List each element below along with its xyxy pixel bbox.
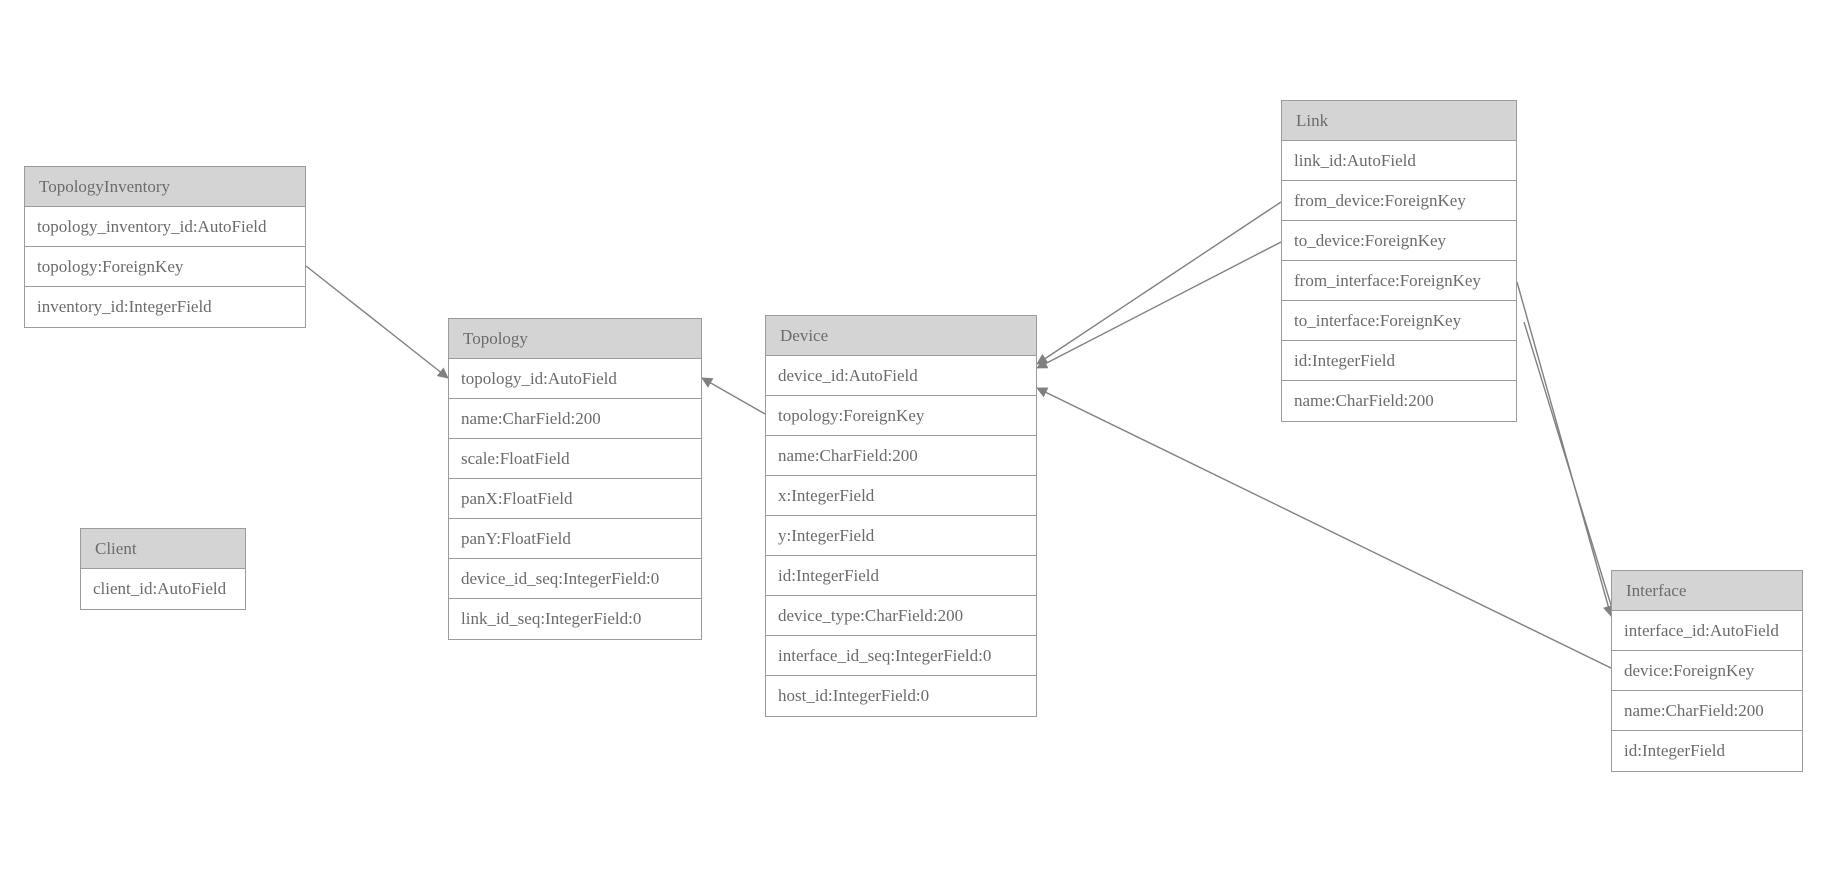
relation-edge-interface-device <box>1036 387 1612 669</box>
entity-field[interactable]: topology_inventory_id:AutoField <box>25 207 305 247</box>
entity-title-link: Link <box>1282 101 1516 141</box>
entity-field[interactable]: host_id:IntegerField:0 <box>778 686 930 705</box>
entity-field[interactable]: name:CharField:200 <box>766 436 1036 476</box>
entity-field[interactable]: to_device:ForeignKey <box>1282 221 1516 261</box>
relation-edge-link-to-interface <box>1523 321 1618 619</box>
entity-field[interactable]: id:IntegerField <box>1282 341 1516 381</box>
entity-field[interactable]: interface_id:AutoField <box>1612 611 1802 651</box>
entity-field-list-client: client_id:AutoField <box>81 569 245 609</box>
entity-field[interactable]: panY:FloatField <box>449 519 701 559</box>
relation-edge-topologyinventory-topology <box>305 265 449 379</box>
entity-field[interactable]: topology:ForeignKey <box>25 247 305 287</box>
entity-field[interactable]: device_id:AutoField <box>766 356 1036 396</box>
entity-title-topology: Topology <box>449 319 701 359</box>
entity-field[interactable]: scale:FloatField <box>449 439 701 479</box>
relation-edge-link-to-device <box>1036 241 1282 369</box>
entity-field[interactable]: from_device:ForeignKey <box>1282 181 1516 221</box>
entity-field[interactable]: device_id_seq:IntegerField:0 <box>449 559 701 599</box>
entity-field[interactable]: from_interface:ForeignKey <box>1282 261 1516 301</box>
entity-field[interactable]: to_interface:ForeignKey <box>1282 301 1516 341</box>
entity-field[interactable]: name:CharField:200 <box>449 399 701 439</box>
relation-edge-link-from-interface <box>1516 281 1614 617</box>
entity-field[interactable]: client_id:AutoField <box>93 579 227 598</box>
entity-title-client: Client <box>81 529 245 569</box>
relation-edge-link-from-device <box>1036 201 1282 365</box>
entity-field[interactable]: device_type:CharField:200 <box>766 596 1036 636</box>
entity-field[interactable]: name:CharField:200 <box>1294 391 1434 410</box>
entity-field[interactable]: id:IntegerField <box>1624 741 1726 760</box>
entity-field[interactable]: inventory_id:IntegerField <box>37 297 212 316</box>
entity-field[interactable]: id:IntegerField <box>766 556 1036 596</box>
entity-field[interactable]: name:CharField:200 <box>1612 691 1802 731</box>
entity-field[interactable]: interface_id_seq:IntegerField:0 <box>766 636 1036 676</box>
entity-field[interactable]: topology_id:AutoField <box>449 359 701 399</box>
entity-title-topologyinventory: TopologyInventory <box>25 167 305 207</box>
entity-field[interactable]: y:IntegerField <box>766 516 1036 556</box>
entity-box-client[interactable]: Client client_id:AutoField <box>80 528 246 610</box>
entity-title-interface: Interface <box>1612 571 1802 611</box>
entity-field[interactable]: topology:ForeignKey <box>766 396 1036 436</box>
entity-field[interactable]: x:IntegerField <box>766 476 1036 516</box>
relation-edge-device-topology <box>701 377 766 415</box>
entity-field[interactable]: device:ForeignKey <box>1612 651 1802 691</box>
entity-field[interactable]: panX:FloatField <box>449 479 701 519</box>
entity-field[interactable]: link_id_seq:IntegerField:0 <box>461 609 642 628</box>
entity-title-device: Device <box>766 316 1036 356</box>
entity-field[interactable]: link_id:AutoField <box>1282 141 1516 181</box>
